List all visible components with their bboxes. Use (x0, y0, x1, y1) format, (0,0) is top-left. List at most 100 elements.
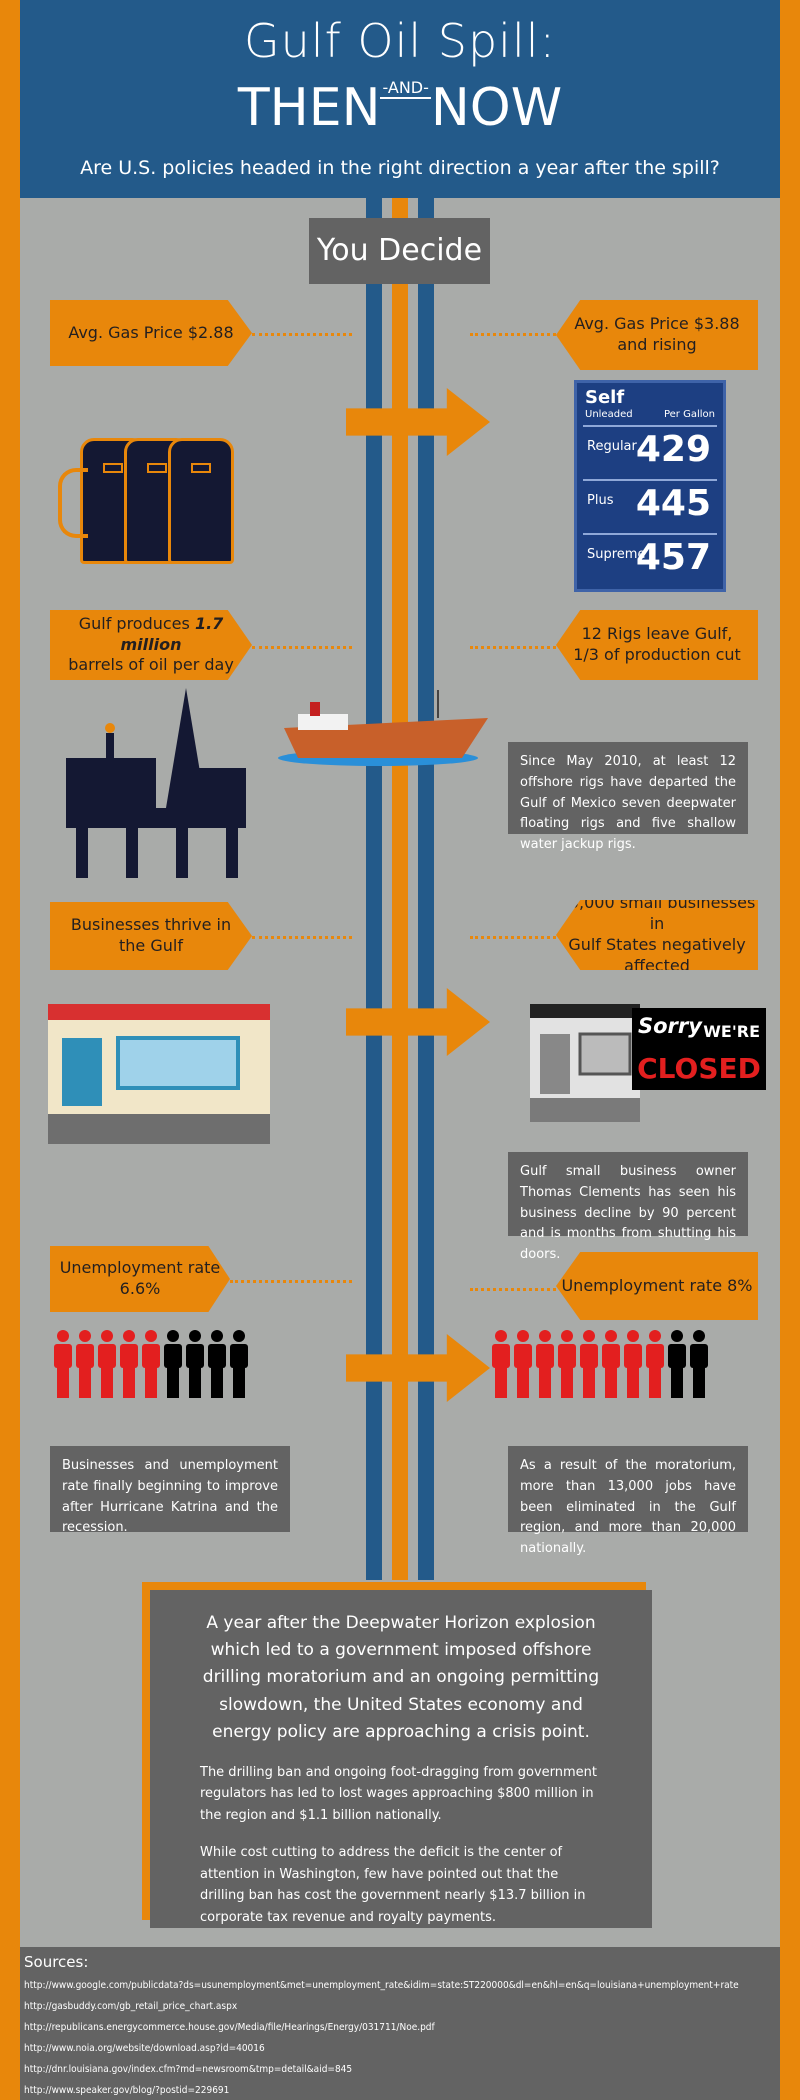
jobs-then-tag: Unemployment rate 6.6% (50, 1246, 230, 1312)
pump-hose-icon (58, 468, 88, 538)
center-stripe-blue-left (366, 198, 382, 1580)
oil-then-bold: 1.7 million (120, 613, 224, 654)
unemployed-person-icon (624, 1330, 642, 1398)
unemployed-person-icon (142, 1330, 160, 1398)
dotted-connector (470, 936, 556, 939)
gas-now-line2: and rising (617, 335, 697, 354)
unemployed-person-icon (602, 1330, 620, 1398)
employed-person-icon (208, 1330, 226, 1398)
unemployed-person-icon (54, 1330, 72, 1398)
dotted-connector (470, 646, 556, 649)
unemployed-person-icon (558, 1330, 576, 1398)
unemployed-person-icon (98, 1330, 116, 1398)
employed-person-icon (186, 1330, 204, 1398)
employed-person-icon (690, 1330, 708, 1398)
business-now-tag: 15,000 small businesses in Gulf States n… (556, 900, 758, 970)
center-stripe-blue-right (418, 198, 434, 1580)
gas-then-tag: Avg. Gas Price $2.88 (50, 300, 252, 366)
oil-then-tag: Gulf produces 1.7 million barrels of oil… (50, 610, 252, 680)
sign-sub-left: Unleaded (585, 409, 633, 420)
business-then-tag: Businesses thrive in the Gulf (50, 902, 252, 970)
sign-row-price: 429 (635, 429, 711, 470)
unemployed-person-icon (514, 1330, 532, 1398)
conclusion-para: The drilling ban and ongoing foot-draggi… (200, 1764, 598, 1823)
sign-row-label: Regular (587, 439, 637, 454)
oil-then-line1: Gulf produces 1.7 million (50, 614, 252, 656)
source-link[interactable]: http://www.google.com/publicdata?ds=usun… (24, 1980, 739, 1991)
dotted-connector (470, 333, 556, 336)
business-now-line2: Gulf States negatively affected (568, 935, 746, 975)
sign-row: Regular 429 (583, 425, 717, 471)
source-link[interactable]: http://www.speaker.gov/blog/?postid=2296… (24, 2085, 230, 2096)
unemployed-person-icon (120, 1330, 138, 1398)
unemployed-person-icon (492, 1330, 510, 1398)
sign-row: Plus 445 (583, 479, 717, 525)
source-link[interactable]: http://gasbuddy.com/gb_retail_price_char… (24, 2001, 238, 2012)
gas-price-sign: Self Unleaded Per Gallon Regular 429 Plu… (574, 380, 726, 592)
jobs-left-info-box: Businesses and unemployment rate finally… (50, 1446, 290, 1535)
center-stripe-gap (382, 198, 392, 1580)
employed-person-icon (668, 1330, 686, 1398)
oil-now-line1: 12 Rigs leave Gulf, (581, 624, 733, 644)
title-line1: Gulf Oil Spill: (243, 14, 557, 68)
dotted-connector (252, 646, 352, 649)
conclusion-box: A year after the Deepwater Horizon explo… (150, 1590, 652, 1928)
conclusion-accent (142, 1582, 646, 1920)
title-then: THEN (237, 78, 381, 138)
business-now-line1: 15,000 small businesses in (558, 893, 756, 934)
business-then-line1: Businesses thrive in (70, 915, 232, 935)
conclusion-lead: A year after the Deepwater Horizon explo… (202, 1613, 600, 1742)
closed-sign: Sorry WE'RE CLOSED (632, 1008, 766, 1090)
sorry-text: Sorry (638, 1014, 702, 1038)
dotted-connector (470, 1288, 556, 1291)
employed-person-icon (164, 1330, 182, 1398)
sign-sub-right: Per Gallon (663, 409, 715, 420)
sign-row-price: 457 (635, 537, 711, 578)
you-decide-label: You Decide (309, 218, 490, 284)
source-link[interactable]: http://www.noia.org/website/download.asp… (24, 2043, 265, 2054)
sources-heading: Sources: (24, 1953, 89, 1971)
jobs-now-tag: Unemployment rate 8% (556, 1252, 758, 1320)
sign-row-label: Supreme (587, 547, 646, 562)
business-then-line2: the Gulf (119, 936, 183, 955)
unemployed-person-icon (536, 1330, 554, 1398)
title-line2: THEN-AND-NOW (20, 78, 780, 138)
jobs-now-text: Unemployment rate 8% (561, 1275, 753, 1295)
title-now: NOW (430, 78, 563, 138)
oil-then-prefix: Gulf produces (78, 613, 195, 633)
sign-title: Self (585, 387, 625, 408)
gas-now-tag: Avg. Gas Price $3.88 and rising (556, 300, 758, 370)
unemployment-now-people (492, 1330, 708, 1400)
gas-pump-icon (168, 438, 234, 564)
center-stripe-orange (392, 198, 408, 1580)
oil-now-line2: 1/3 of production cut (573, 645, 741, 664)
title-and: -AND- (380, 78, 431, 99)
oil-info-box: Since May 2010, at least 12 offshore rig… (508, 742, 748, 852)
center-stripe-gap (408, 198, 418, 1580)
unemployed-person-icon (76, 1330, 94, 1398)
gas-now-line1: Avg. Gas Price $3.88 (574, 314, 740, 334)
sign-row: Supreme 457 (583, 533, 717, 579)
were-text: WE'RE (703, 1022, 760, 1041)
source-link[interactable]: http://republicans.energycommerce.house.… (24, 2022, 435, 2033)
unemployment-then-people (54, 1330, 248, 1400)
source-link[interactable]: http://dnr.louisiana.gov/index.cfm?md=ne… (24, 2064, 353, 2075)
gas-then-text: Avg. Gas Price $2.88 (68, 322, 234, 342)
dotted-connector (252, 936, 352, 939)
business-info-box: Gulf small business owner Thomas Clement… (508, 1152, 748, 1262)
header: Gulf Oil Spill: THEN-AND-NOW Are U.S. po… (20, 0, 780, 198)
oil-rig-icon (66, 688, 246, 878)
jobs-right-info-box: As a result of the moratorium, more than… (508, 1446, 748, 1556)
unemployed-person-icon (580, 1330, 598, 1398)
dotted-connector (252, 333, 352, 336)
oil-tanker-icon (278, 690, 488, 766)
oil-now-tag: 12 Rigs leave Gulf, 1/3 of production cu… (556, 610, 758, 680)
dotted-connector (230, 1280, 352, 1283)
subtitle: Are U.S. policies headed in the right di… (80, 157, 720, 179)
employed-person-icon (230, 1330, 248, 1398)
sign-row-label: Plus (587, 493, 614, 508)
closed-text: CLOSED (637, 1052, 761, 1085)
storefront-closed-icon (530, 1004, 640, 1122)
sources-panel: Sources: http://www.google.com/publicdat… (20, 1947, 780, 2100)
unemployed-person-icon (646, 1330, 664, 1398)
